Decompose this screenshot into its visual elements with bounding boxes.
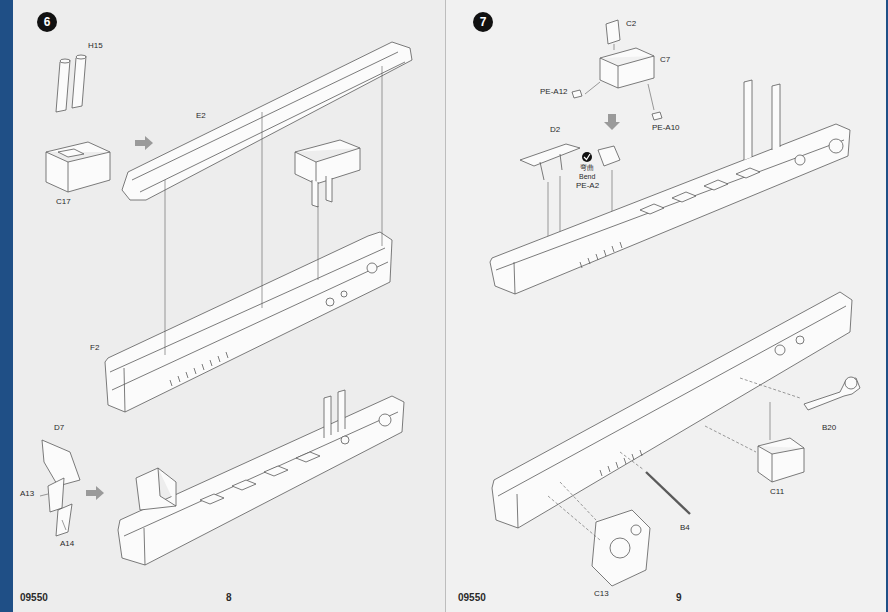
rib-detail — [600, 450, 642, 476]
bracket-part — [520, 144, 580, 180]
callout-label: C17 — [56, 198, 71, 207]
page-footer: 9 — [676, 592, 682, 603]
callout-label: A14 — [60, 540, 74, 549]
gear-plate — [592, 510, 650, 586]
step-number: 7 — [473, 12, 493, 32]
part-edge — [132, 52, 405, 192]
step-number: 6 — [37, 12, 57, 32]
callout-label: Bend — [579, 173, 595, 181]
guide-line — [165, 66, 382, 355]
callout-label: C13 — [594, 590, 609, 599]
etched-part — [572, 90, 662, 120]
block-part — [46, 142, 110, 192]
part-edge — [124, 412, 398, 565]
clip-part — [606, 20, 620, 44]
chassis-beam — [105, 232, 392, 412]
step-number-text: 6 — [44, 16, 51, 28]
block-recess — [58, 149, 84, 157]
step-number-text: 7 — [480, 16, 487, 28]
rod-part — [646, 472, 690, 514]
crank-part — [804, 378, 860, 410]
callout-label: C2 — [626, 20, 636, 29]
page-gutter — [445, 0, 446, 612]
callout-label: C11 — [770, 488, 784, 497]
callout-label: H15 — [88, 42, 103, 51]
right-page — [446, 0, 886, 612]
leader-line — [585, 44, 654, 110]
callout-label: 弯曲 — [580, 164, 594, 172]
post — [312, 176, 332, 207]
page-footer: 09550 — [458, 592, 486, 603]
part-edge — [498, 306, 846, 528]
callout-label: F2 — [90, 344, 99, 353]
plate-detail — [640, 168, 760, 214]
rib-detail — [170, 352, 228, 386]
hole — [326, 298, 334, 306]
part-edge — [110, 248, 388, 412]
chassis-beam — [492, 292, 852, 528]
etched-part — [598, 146, 620, 166]
left-page — [13, 0, 445, 612]
tube-end — [60, 59, 70, 63]
tube-end — [76, 55, 86, 59]
callout-label: E2 — [196, 112, 206, 121]
gear — [610, 538, 630, 558]
rib-detail — [580, 242, 622, 268]
bend-check — [584, 154, 590, 160]
step-arrow — [86, 114, 620, 500]
callout-label: C7 — [660, 56, 670, 65]
hole — [367, 263, 377, 273]
hole — [829, 139, 843, 153]
plate-detail — [200, 452, 320, 504]
bracket-part — [48, 478, 72, 536]
leader-line — [40, 494, 66, 530]
part-edge — [496, 140, 844, 294]
page-footer: 09550 — [20, 592, 48, 603]
callout-label: PE-A10 — [652, 124, 680, 133]
post — [324, 390, 345, 438]
callout-label: B4 — [680, 524, 690, 533]
callout-label: PE-A12 — [540, 88, 568, 97]
hole — [775, 345, 785, 355]
half-pipe-part — [122, 42, 412, 200]
callout-label: A13 — [20, 490, 34, 499]
hole — [796, 336, 804, 344]
leader-line — [548, 378, 800, 540]
callout-label: B20 — [822, 424, 836, 433]
hole — [341, 291, 347, 297]
bend-icon — [582, 152, 592, 162]
box-part — [758, 438, 804, 482]
tube-part — [56, 56, 86, 112]
chassis-assembled — [490, 124, 850, 294]
hole — [379, 414, 391, 426]
callout-label: D2 — [550, 126, 560, 135]
hole — [341, 436, 349, 444]
callout-label: D7 — [54, 424, 64, 433]
post — [744, 80, 780, 160]
guide-line — [770, 402, 771, 440]
crank-hub — [845, 377, 857, 389]
hole — [795, 155, 805, 165]
chassis-assembled — [118, 396, 404, 565]
bracket-assembled — [136, 468, 176, 510]
gear — [631, 525, 641, 535]
callout-label: PE-A2 — [576, 182, 599, 191]
box-part — [600, 48, 654, 88]
page-footer: 8 — [226, 592, 232, 603]
